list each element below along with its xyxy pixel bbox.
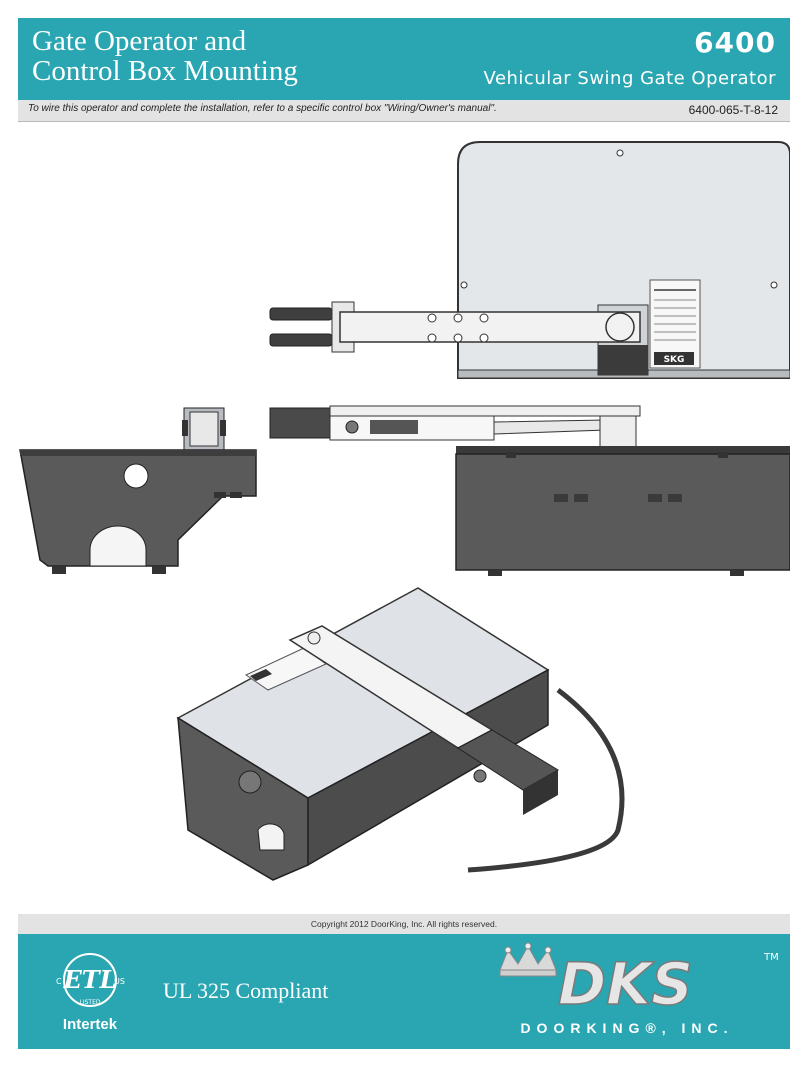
etl-c: C [56, 977, 62, 986]
crown-icon [499, 942, 557, 977]
header-banner: Gate Operator and Control Box Mounting 6… [18, 18, 790, 100]
doorking-logo: DKS TM [499, 942, 779, 1019]
isometric-illustration [176, 587, 625, 881]
title-line-1: Gate Operator and [32, 25, 247, 57]
title-line-2: Control Box Mounting [32, 55, 298, 87]
wiring-instruction: To wire this operator and complete the i… [28, 103, 497, 114]
etl-us: US [114, 977, 125, 986]
copyright-text: Copyright 2012 DoorKing, Inc. All rights… [310, 919, 498, 929]
ul-compliance: UL 325 Compliant [163, 978, 329, 1003]
document-number: 6400-065-T-8-12 [688, 103, 778, 117]
etl-listed: LISTED [80, 999, 101, 1006]
side-view-illustration [19, 407, 257, 574]
etl-listed-mark: ETL C US LISTED [56, 953, 125, 1007]
company-name: DOORKING®, INC. [520, 1020, 734, 1036]
product-label: SKG [649, 279, 701, 369]
trademark-symbol: TM [763, 952, 779, 963]
product-subtitle: Vehicular Swing Gate Operator [483, 68, 776, 89]
footer-banner: ETL C US LISTED Intertek UL 325 Complian… [18, 934, 790, 1049]
page-title: Gate Operator and Control Box Mounting [32, 26, 298, 86]
etl-text: ETL [62, 965, 116, 994]
front-view-illustration [269, 405, 790, 576]
label-brand: SKG [664, 355, 685, 365]
top-view-illustration: SKG [269, 141, 790, 379]
intertek-text: Intertek [62, 1016, 118, 1033]
instruction-bar: To wire this operator and complete the i… [18, 100, 790, 122]
model-number: 6400 [694, 26, 776, 59]
copyright-bar: Copyright 2012 DoorKing, Inc. All rights… [18, 914, 790, 934]
dks-logo-text: DKS [558, 950, 693, 1018]
operator-illustrations: SKG [19, 141, 790, 881]
